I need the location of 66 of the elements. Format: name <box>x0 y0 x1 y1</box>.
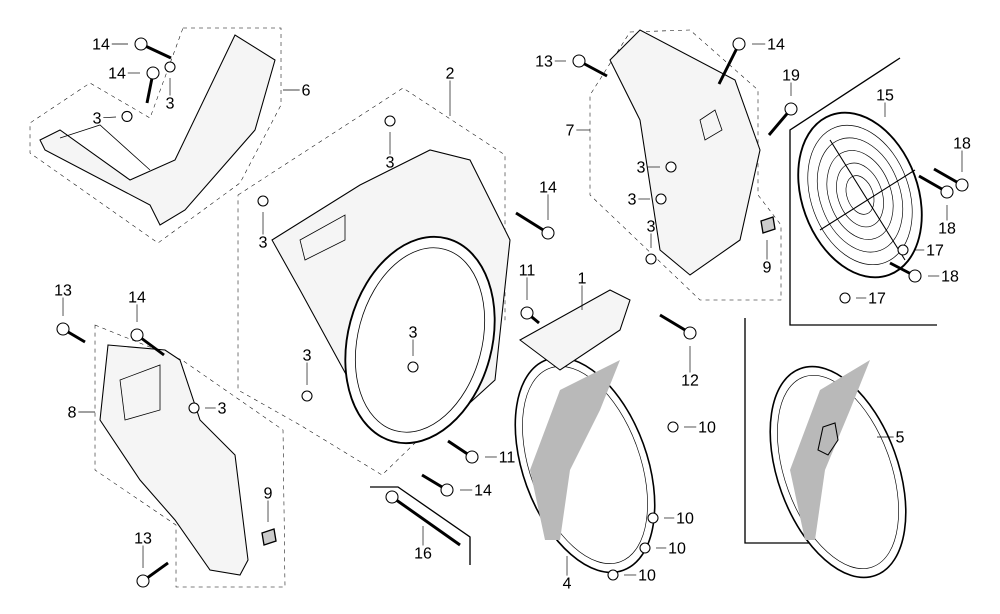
leader-line <box>62 297 64 316</box>
leader-line <box>484 456 498 458</box>
leader-line <box>306 362 308 386</box>
callout-number: 3 <box>628 193 636 205</box>
callout-number: 14 <box>475 484 492 496</box>
leader-line <box>650 233 652 248</box>
callout-number: 10 <box>639 569 656 581</box>
leader-line <box>646 166 660 168</box>
callout-number: 10 <box>669 542 686 554</box>
callout-number: 10 <box>677 512 694 524</box>
callout-number: 13 <box>135 532 152 544</box>
callout-number: 9 <box>763 261 771 273</box>
callout-number: 16 <box>415 547 432 559</box>
leader-line <box>142 545 144 568</box>
leader-line <box>136 304 138 322</box>
callout-number: 8 <box>68 406 76 418</box>
leader-line <box>422 526 424 546</box>
leader-line <box>624 574 637 576</box>
callout-number: 18 <box>939 222 956 234</box>
leader-line <box>566 556 568 576</box>
leader-line <box>554 60 566 62</box>
callout-number: 14 <box>129 292 146 302</box>
callout-number: 14 <box>93 38 110 50</box>
callout-number: 13 <box>55 284 72 296</box>
callout-number: 11 <box>520 264 535 276</box>
leader-line <box>262 212 264 235</box>
leader-line <box>946 204 948 221</box>
callout-number: 18 <box>942 270 958 282</box>
leader-line <box>790 82 792 96</box>
callout-number: 2 <box>446 67 454 79</box>
leader-line <box>127 72 140 74</box>
callout-number: 4 <box>562 578 571 588</box>
callout-number: 9 <box>264 487 272 499</box>
callout-number: 14 <box>768 38 784 50</box>
callout-number: 3 <box>166 97 174 109</box>
leader-line <box>884 102 886 118</box>
callout-number: 17 <box>927 244 944 256</box>
leader-line <box>876 436 894 438</box>
callout-number: 3 <box>218 402 226 414</box>
callout-number: 3 <box>637 161 645 173</box>
callout-number: 14 <box>540 182 556 192</box>
leader-line <box>638 198 650 200</box>
callout-number: 11 <box>500 452 515 462</box>
callout-number: 1 <box>578 272 586 284</box>
callout-number: 3 <box>259 236 267 248</box>
callout-number: 13 <box>536 55 552 67</box>
callout-number: 19 <box>783 69 800 81</box>
callout-number: 15 <box>877 89 894 101</box>
leader-line <box>684 426 697 428</box>
callout-number: 3 <box>303 349 311 361</box>
callout-number: 3 <box>386 156 394 168</box>
callout-number: 7 <box>566 124 574 136</box>
leader-line <box>412 339 414 356</box>
callout-number: 18 <box>954 137 970 149</box>
callout-number: 17 <box>869 292 886 304</box>
callout-number: 14 <box>109 68 126 78</box>
callout-number: 12 <box>682 374 698 386</box>
callout-number: 10 <box>699 421 716 433</box>
leader-line <box>103 116 116 118</box>
callout-number: 3 <box>647 220 655 232</box>
leader-line <box>766 240 768 260</box>
leader-line <box>526 277 528 300</box>
callout-number: 3 <box>93 112 101 124</box>
callout-number: 5 <box>896 431 904 443</box>
callout-number: 6 <box>302 84 310 96</box>
callout-number: 3 <box>409 326 417 338</box>
